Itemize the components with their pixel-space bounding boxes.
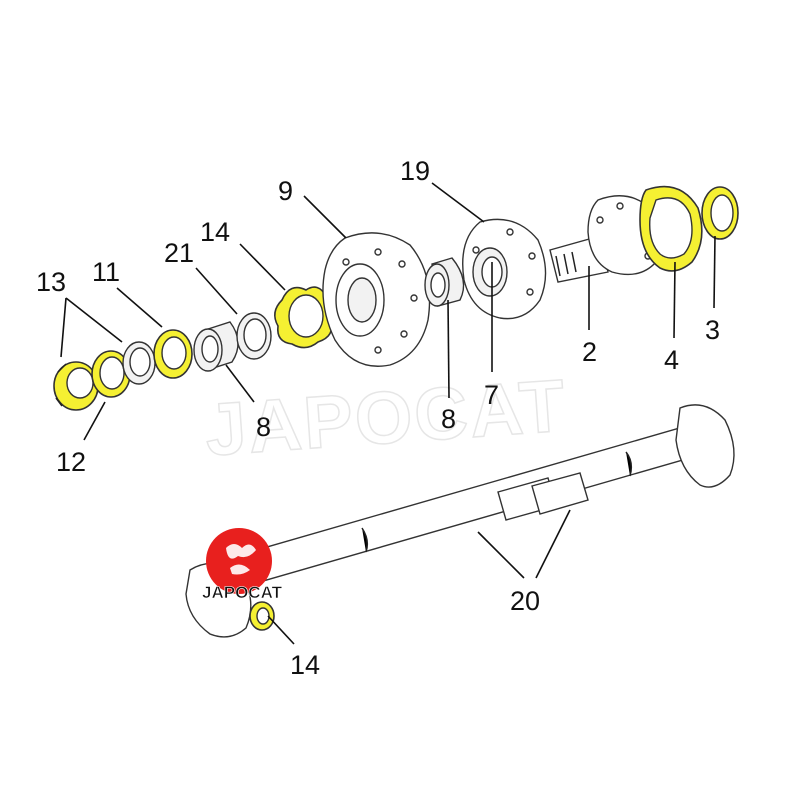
callout-labels: 13 11 21 14 9 19 12 8 8 7 2 4 3 20 14 (36, 156, 720, 680)
part-8-bearing-left (193, 321, 239, 372)
part-11-washer (122, 341, 156, 385)
callout-2: 2 (582, 337, 597, 367)
callout-12: 12 (56, 447, 86, 477)
callout-3: 3 (705, 315, 720, 345)
part-3-ring (701, 186, 739, 240)
callout-11: 11 (92, 257, 120, 287)
part-14-lock-plate (274, 286, 334, 349)
callout-14-bottom: 14 (290, 650, 320, 680)
callout-9: 9 (278, 176, 293, 206)
part-11-yellow-ring (153, 329, 193, 379)
callout-7: 7 (484, 380, 499, 410)
callout-19: 19 (400, 156, 430, 186)
part-21-bearing-cup (236, 312, 272, 360)
leader-lines (60, 182, 716, 645)
part-20-drive-shaft (185, 404, 735, 638)
japocat-logo: JAPOCAT (202, 528, 283, 602)
callout-20: 20 (510, 586, 540, 616)
callout-8-mid: 8 (441, 404, 456, 434)
part-8-bearing-mid (424, 257, 465, 307)
part-9-hub (322, 232, 431, 367)
part-19-hub-flange (462, 218, 547, 320)
logo-text: JAPOCAT (202, 583, 283, 602)
part-4-gasket (639, 185, 703, 272)
logo-circle (206, 528, 272, 594)
callout-8-left: 8 (256, 412, 271, 442)
part-12-seal (53, 361, 99, 411)
callout-4: 4 (664, 345, 679, 375)
callout-14-top: 14 (200, 217, 230, 247)
callout-21: 21 (164, 238, 194, 268)
callout-13: 13 (36, 267, 66, 297)
